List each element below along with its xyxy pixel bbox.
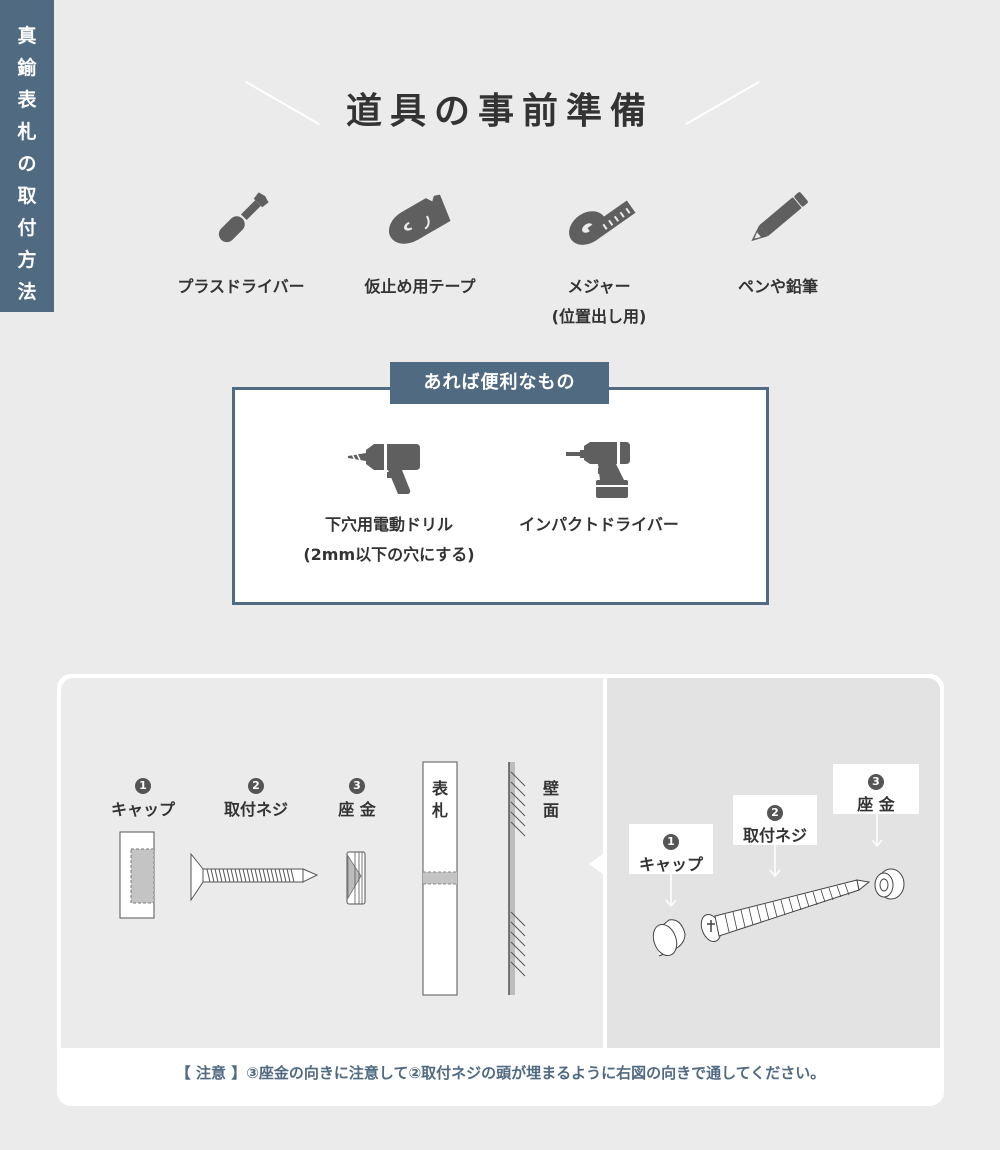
side-tab-char: 取 (17, 185, 37, 207)
optional-tool-item: 下穴用電動ドリル (2mm以下の穴にする) (279, 440, 499, 570)
side-tab-char: 付 (17, 217, 37, 239)
optional-tool-label-main: 下穴用電動ドリル (324, 515, 453, 534)
side-tab-char: 真 (17, 25, 37, 47)
exploded-drawing (652, 814, 905, 957)
callout-screw: 2 取付ネジ (733, 795, 817, 845)
assembly-diagram: 1 キャップ 2 取付ネジ 3 座 金 (57, 674, 944, 1106)
callout-cap: 1 キャップ (629, 824, 713, 874)
optional-tool-item: インパクトドライバー (489, 440, 709, 540)
cross-section-panel: 1 キャップ 2 取付ネジ 3 座 金 (61, 678, 603, 1048)
side-tab-char: 表 (17, 89, 37, 111)
side-tab-title: 真 鍮 表 札 の 取 付 方 法 (0, 0, 54, 312)
pencil-icon (738, 180, 818, 260)
part-label-screw: 2 取付ネジ (223, 778, 288, 819)
tool-label: プラスドライバー (177, 277, 305, 296)
impact-driver-icon (554, 440, 644, 500)
tool-label-sub: (位置出し用) (551, 307, 647, 326)
tool-label: 仮止め用テープ (364, 277, 476, 296)
screwdriver-icon (201, 180, 281, 260)
tool-label: メジャー (位置出し用) (509, 272, 689, 332)
number-badge: 2 (248, 778, 264, 794)
cross-section-drawing (119, 761, 526, 996)
optional-tool-label: 下穴用電動ドリル (2mm以下の穴にする) (279, 510, 499, 570)
side-tab-char: 鍮 (17, 57, 37, 79)
page-title: 道具の事前準備 (345, 90, 654, 132)
number-badge: 1 (663, 834, 679, 850)
wall-label: 壁面 (542, 779, 559, 820)
part-label-cap: 1 キャップ (110, 778, 175, 819)
tool-item: ペンや鉛筆 (688, 180, 868, 302)
number-badge: 2 (767, 805, 783, 821)
tool-item: プラスドライバー (151, 180, 331, 302)
side-tab-char: 札 (17, 121, 37, 143)
measuring-tape-icon (559, 180, 639, 260)
caution-note: 【 注意 】③座金の向きに注意して②取付ネジの頭が埋まるように右図の向きで通して… (175, 1064, 826, 1082)
side-tab-char: の (17, 153, 37, 175)
tool-label: ペンや鉛筆 (737, 277, 818, 296)
section-heading: 道具の事前準備 (0, 70, 1000, 140)
side-tab-char: 法 (17, 281, 37, 303)
nameplate-label: 表札 (431, 779, 448, 820)
optional-tool-label-sub: (2mm以下の穴にする) (303, 545, 475, 564)
part-label-washer: 3 座 金 (338, 778, 376, 819)
optional-tools-title: あれば便利なもの (390, 362, 609, 404)
tool-item: 仮止め用テープ (330, 180, 510, 302)
optional-tool-label: インパクトドライバー (519, 515, 679, 534)
callout-washer: 3 座 金 (833, 764, 919, 814)
optional-tools-box: 下穴用電動ドリル (2mm以下の穴にする) インパクトドライバー (232, 387, 769, 605)
number-badge: 1 (135, 778, 151, 794)
number-badge: 3 (349, 778, 365, 794)
tool-item: メジャー (位置出し用) (509, 180, 689, 332)
electric-drill-icon (344, 440, 434, 500)
number-badge: 3 (868, 774, 884, 790)
pointer-arrow (589, 854, 603, 874)
exploded-view-panel: 1 キャップ 2 取付ネジ 3 座 金 (607, 678, 940, 1048)
tool-label-main: メジャー (567, 277, 631, 296)
side-tab-char: 方 (17, 249, 37, 271)
tools-list: プラスドライバー 仮止め用テープ (0, 180, 1000, 330)
tape-icon (380, 180, 460, 260)
